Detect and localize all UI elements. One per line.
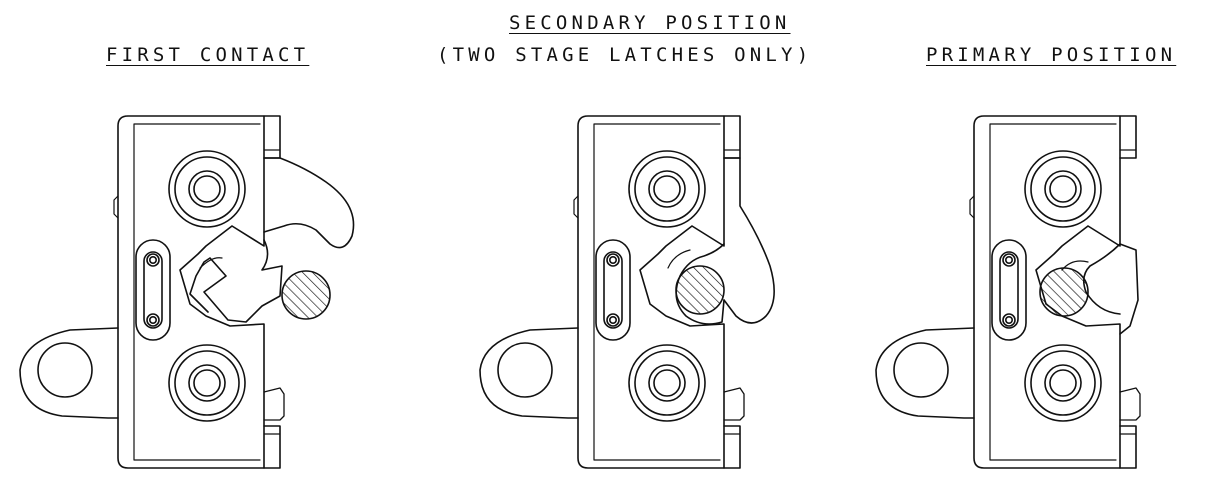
striker-pin-icon <box>281 270 331 320</box>
caption-first-contact: FIRST CONTACT <box>106 44 310 66</box>
caption-secondary-position: SECONDARY POSITION <box>509 12 791 34</box>
latch-first-contact <box>19 115 355 469</box>
latch-primary-position <box>875 115 1141 469</box>
striker-pin-icon <box>675 265 725 315</box>
striker-pin-icon <box>1039 267 1089 317</box>
caption-primary-position: PRIMARY POSITION <box>926 44 1177 66</box>
latch-secondary-position <box>479 115 775 469</box>
caption-secondary-note: (TWO STAGE LATCHES ONLY) <box>437 44 813 66</box>
